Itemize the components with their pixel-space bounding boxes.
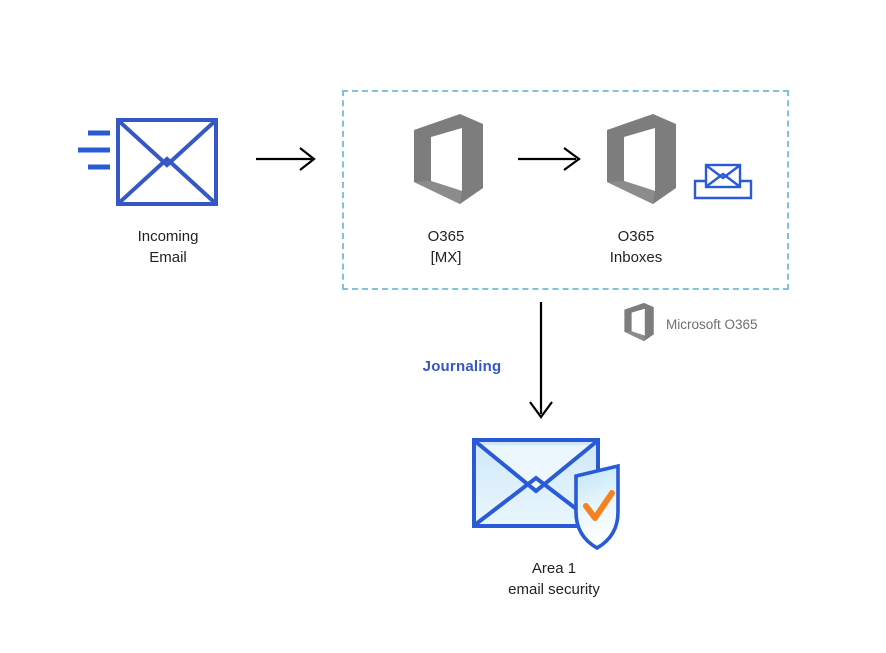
node-o365-mx bbox=[405, 112, 487, 206]
label-journaling: Journaling bbox=[422, 358, 502, 375]
node-inbox-badge bbox=[692, 160, 754, 202]
label-o365-mx: O365 [MX] bbox=[427, 228, 465, 266]
o365-group-region bbox=[342, 90, 789, 290]
node-o365-inboxes bbox=[598, 112, 680, 206]
label-o365-inboxes: O365 Inboxes bbox=[609, 228, 663, 266]
office-365-icon bbox=[414, 114, 483, 204]
arrow-right-icon bbox=[518, 147, 581, 171]
node-area1-email-security bbox=[468, 434, 638, 552]
edge-incoming-to-mx bbox=[256, 146, 318, 172]
node-incoming-email bbox=[74, 118, 226, 210]
label-area1-email-security: Area 1 email security bbox=[508, 560, 600, 598]
legend-label: Microsoft O365 bbox=[666, 317, 758, 332]
edge-mx-to-inboxes bbox=[518, 146, 584, 172]
speed-lines-icon bbox=[78, 130, 110, 170]
envelope-icon bbox=[78, 118, 218, 206]
mailbox-envelope-icon bbox=[693, 163, 753, 200]
arrow-down-icon bbox=[529, 302, 553, 419]
office-365-icon bbox=[607, 114, 676, 204]
label-incoming-email: Incoming Email bbox=[137, 228, 199, 266]
envelope-shield-check-icon bbox=[472, 438, 620, 551]
edge-inboxes-to-area1 bbox=[526, 302, 556, 420]
office-365-icon bbox=[624, 302, 654, 342]
arrow-right-icon bbox=[256, 147, 316, 171]
legend-office-365 bbox=[620, 302, 656, 342]
